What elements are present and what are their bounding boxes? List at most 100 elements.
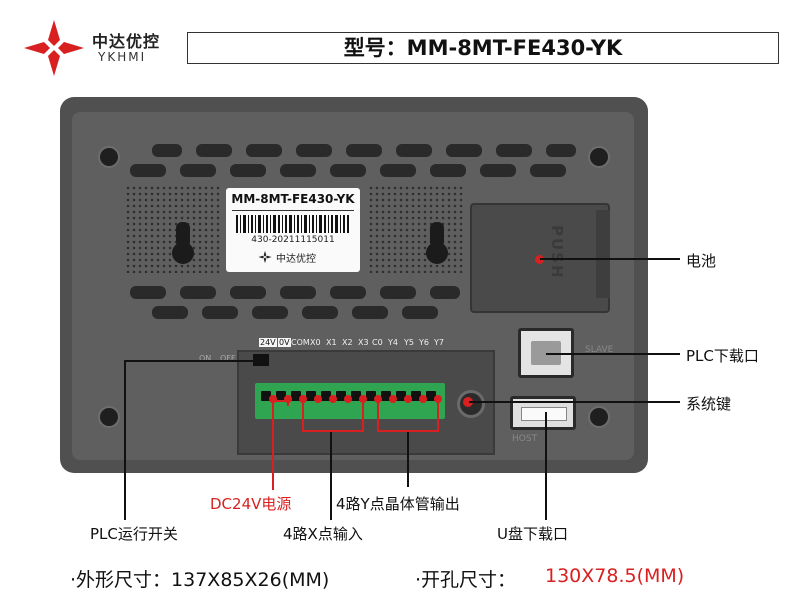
system-key-marker-dot [463,397,473,407]
vent-slot [280,164,316,177]
y-output-bracket [377,400,379,432]
plc-run-switch[interactable] [253,354,269,366]
x-input-bracket [362,400,364,432]
terminal-screw-icon [351,391,361,401]
label-brand-text: 中达优控 [276,254,316,265]
vent-slot [330,164,366,177]
pin-label: Y7 [434,338,444,347]
vent-slot [380,164,416,177]
vent-slot [130,286,166,299]
y-output-bracket [377,430,439,432]
pin-label: COM [291,338,310,347]
x-input-bracket [302,430,364,432]
terminal-screw-icon [366,391,376,401]
marker-dot [419,395,427,403]
speaker-grille [368,185,464,273]
vent-slot [202,306,238,319]
pin-label: X1 [326,338,337,347]
marker-dot [314,395,322,403]
marker-dot [299,395,307,403]
plc-download-annotation: PLC下载口 [686,347,759,365]
vent-slot [130,164,166,177]
mount-keyhole-icon [172,242,194,264]
battery-tab [596,210,610,298]
pin-label: Y4 [388,338,398,347]
marker-dot [269,395,277,403]
vent-slot [496,144,532,157]
x-input-annotation: 4路X点输入 [283,525,363,543]
terminal-screw-icon [336,391,346,401]
vent-slot [196,144,232,157]
u-disk-leader-line [545,412,547,520]
vent-slot [252,306,288,319]
usb-a-connector [521,407,567,421]
battery-annotation: 电池 [686,252,717,270]
vent-slot [352,306,388,319]
vent-slot [246,144,282,157]
mount-keyhole-icon [426,242,448,264]
speaker-grille [125,185,220,273]
dc24v-leader-line [272,400,289,402]
plc-switch-leader-line [124,360,259,362]
marker-dot [284,395,292,403]
plc-switch-leader-line [124,360,126,520]
battery-push-text: PUSH [548,225,566,280]
marker-dot [359,395,367,403]
pin-label: C0 [372,338,383,347]
y-output-bracket [437,400,439,432]
battery-leader-line [540,258,680,260]
brand-logo-icon [24,20,84,76]
terminal-screw-icon [411,391,421,401]
marker-dot [434,395,442,403]
vent-slot [230,286,266,299]
vent-slot [152,306,188,319]
dc24v-leader-line [287,400,289,406]
x-input-bracket [302,400,304,432]
switch-on-label: ON [199,354,212,363]
marker-dot [404,395,412,403]
switch-off-label: OFF [220,354,236,363]
system-key-leader-line [469,401,680,403]
dc24v-annotation: DC24V电源 [210,495,292,513]
product-label: MM-8MT-FE430-YK 430-20211115011 中达优控 [226,188,360,272]
screw-icon [588,146,610,168]
terminal-screw-icon [291,391,301,401]
label-divider [232,210,354,211]
vent-slot [180,286,216,299]
host-port-label: HOST [512,434,538,444]
dc24v-leader-line [272,400,274,490]
marker-dot [329,395,337,403]
terminal-screw-icon [426,391,436,401]
brand-name-cn: 中达优控 [92,32,161,51]
screw-icon [98,406,120,428]
y-output-leader-line [407,432,409,487]
screw-icon [98,146,120,168]
vent-slot [346,144,382,157]
terminal-screw-icon [381,391,391,401]
cutout-label: ·开孔尺寸： [415,569,517,591]
mount-keyhole-stem [176,222,190,248]
pin-label: 24V [259,338,277,347]
slave-port-label: SLAVE [585,345,614,355]
terminal-screw-icon [321,391,331,401]
plc-switch-annotation: PLC运行开关 [90,525,178,543]
label-serial-text: 430-20211115011 [251,235,335,245]
vent-slot [180,164,216,177]
outer-dimensions: ·外形尺寸：137X85X26(MM) [70,569,330,591]
pin-label: X3 [358,338,369,347]
vent-slot [280,286,316,299]
brand-name-en: YKHMI [98,50,147,64]
vent-slot [402,306,438,319]
battery-marker-dot [535,255,544,264]
pin-label: Y6 [419,338,429,347]
y-output-annotation: 4路Y点晶体管输出 [336,495,460,513]
pin-label: X2 [342,338,353,347]
vent-slot [546,144,576,157]
vent-slot [296,144,332,157]
pin-label: 0V [278,338,291,347]
vent-slot [302,306,338,319]
vent-slot [480,164,516,177]
terminal-screw-icon [261,391,271,401]
terminal-screw-icon [306,391,316,401]
pin-label: X0 [310,338,321,347]
